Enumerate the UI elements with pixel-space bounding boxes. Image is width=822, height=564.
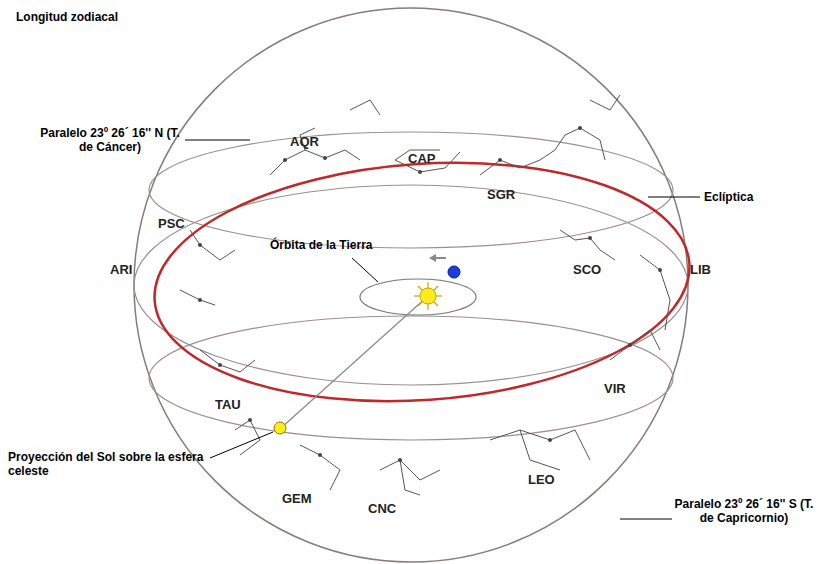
constellation-label: VIR [604, 382, 626, 396]
constellation-label: ARI [110, 263, 132, 277]
constellation-label: LEO [528, 473, 555, 487]
ecliptic-label: Eclíptica [704, 190, 753, 204]
constellation-label: CAP [408, 152, 435, 166]
constellation-label: PSC [158, 217, 185, 231]
constellation-label: GEM [282, 492, 312, 506]
orbit-label: Órbita de la Tierra [270, 238, 373, 252]
projection-label: Proyección del Sol sobre la esfera celes… [8, 450, 208, 478]
constellation-label: LIB [690, 263, 711, 277]
constellation-label: SCO [573, 263, 601, 277]
constellation-label: TAU [215, 398, 241, 412]
constellation-label: SGR [487, 188, 515, 202]
parallel-label: Paralelo 23º 26´ 16'' N (T. de Cáncer) [40, 126, 180, 154]
constellation-label: AQR [290, 135, 319, 149]
parallel-label: Paralelo 23º 26´ 16'' S (T. de Capricorn… [674, 497, 814, 525]
constellation-label: CNC [368, 502, 396, 516]
title-label: Longitud zodiacal [16, 10, 118, 24]
